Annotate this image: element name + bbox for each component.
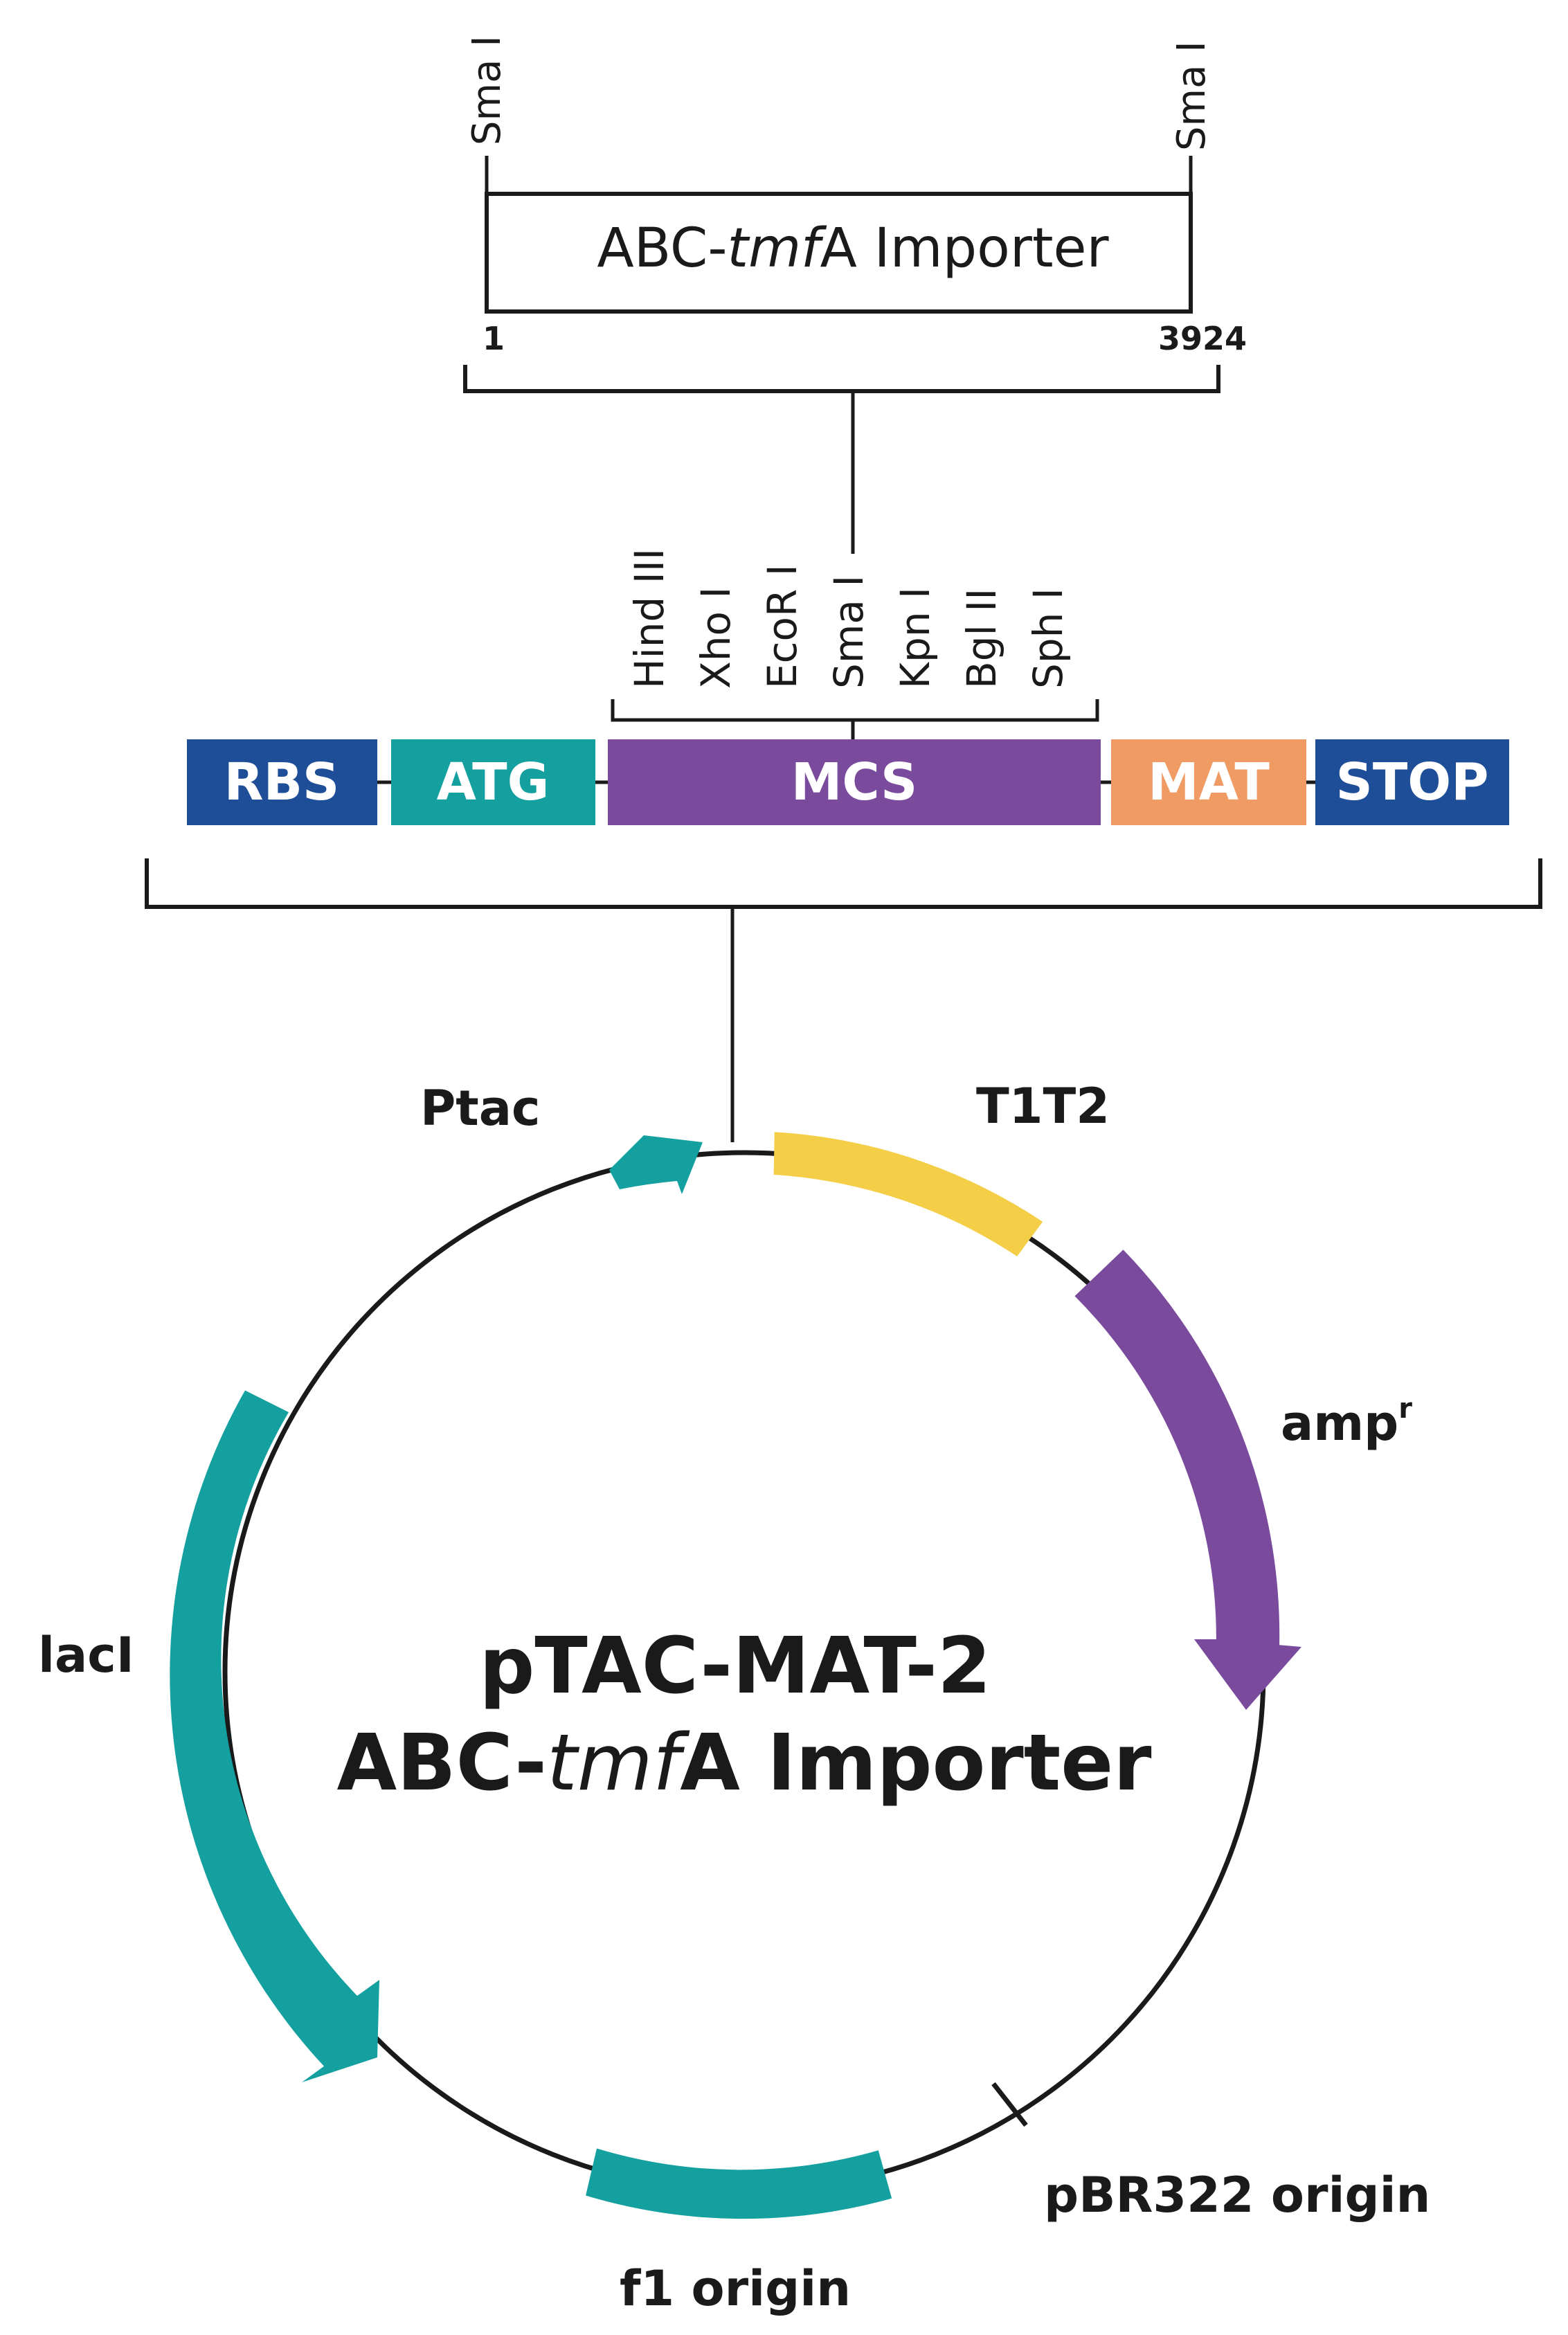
mcs-site-label: Sma I bbox=[825, 575, 872, 689]
insert-end-position: 3924 bbox=[1158, 320, 1247, 357]
insert-label-gene: tmf bbox=[727, 217, 827, 280]
insert-left-site-label: Sma I bbox=[465, 35, 510, 145]
cassette-rbs bbox=[187, 739, 377, 825]
insert-label-suffix: A Importer bbox=[820, 217, 1110, 280]
cassette-atg bbox=[391, 739, 595, 825]
ptac-arrow bbox=[609, 1135, 703, 1194]
insert-map: Sma I Sma I ABC-tmfA Importer 1 3924 bbox=[463, 35, 1247, 554]
cassette-bracket bbox=[145, 858, 1542, 909]
cassette-mcs bbox=[608, 739, 1101, 825]
cassette-stop bbox=[1315, 739, 1509, 825]
mcs-site-label: Kpn I bbox=[892, 587, 939, 689]
cassette-mat-label: MAT bbox=[1148, 752, 1270, 812]
cassette-mcs-label: MCS bbox=[791, 752, 918, 812]
mcs-site-label: Xho I bbox=[692, 586, 739, 689]
plasmid-insert-prefix: ABC- bbox=[337, 1718, 547, 1808]
pbr322-origin-label: pBR322 origin bbox=[1044, 2167, 1430, 2224]
insert-label-prefix: ABC- bbox=[597, 217, 727, 280]
plasmid-insert-gene: tmf bbox=[547, 1718, 690, 1808]
ptac-label: Ptac bbox=[420, 1080, 541, 1137]
t1t2-segment bbox=[773, 1132, 1043, 1256]
laci-label: lacI bbox=[38, 1627, 134, 1684]
plasmid-name: pTAC-MAT-2 bbox=[479, 1621, 991, 1711]
mcs-site-label: Bgl II bbox=[958, 588, 1005, 689]
mcs-site-label: Hind III bbox=[626, 548, 673, 689]
mcs-restriction-sites: Hind III Xho I EcoR I Sma I Kpn I Bgl II Sph I bbox=[626, 548, 1072, 689]
ampr-label-text: amp bbox=[1281, 1395, 1398, 1452]
plasmid-circle bbox=[170, 1132, 1301, 2219]
ampr-label-sup: r bbox=[1398, 1393, 1412, 1425]
f1-origin-segment bbox=[586, 2148, 892, 2219]
cassette-stop-label: STOP bbox=[1336, 752, 1489, 812]
insert-right-site-label: Sma I bbox=[1169, 41, 1214, 151]
ampr-label: ampr bbox=[1281, 1393, 1412, 1452]
mcs-bracket bbox=[611, 699, 1099, 722]
plasmid-insert-title: ABC-tmfA Importer bbox=[337, 1718, 1152, 1808]
insert-bracket bbox=[463, 365, 1220, 393]
f1-origin-label: f1 origin bbox=[620, 2260, 851, 2317]
laci-arrow bbox=[170, 1390, 379, 2082]
insert-start-position: 1 bbox=[483, 320, 505, 357]
plasmid-insert-suffix: A Importer bbox=[680, 1718, 1151, 1808]
mcs-site-label: EcoR I bbox=[759, 564, 806, 689]
insert-label: ABC-tmfA Importer bbox=[597, 217, 1109, 280]
pbr322-origin-tick bbox=[991, 2082, 1028, 2127]
insert-box bbox=[485, 192, 1193, 314]
expression-cassette: RBS ATG MCS MAT STOP bbox=[187, 739, 1509, 825]
cassette-rbs-label: RBS bbox=[224, 752, 340, 812]
mcs-site-label: Sph I bbox=[1025, 588, 1072, 689]
ampr-arrow bbox=[1074, 1250, 1301, 1710]
cassette-mat bbox=[1111, 739, 1306, 825]
t1t2-label: T1T2 bbox=[976, 1078, 1110, 1135]
cassette-atg-label: ATG bbox=[437, 752, 550, 812]
